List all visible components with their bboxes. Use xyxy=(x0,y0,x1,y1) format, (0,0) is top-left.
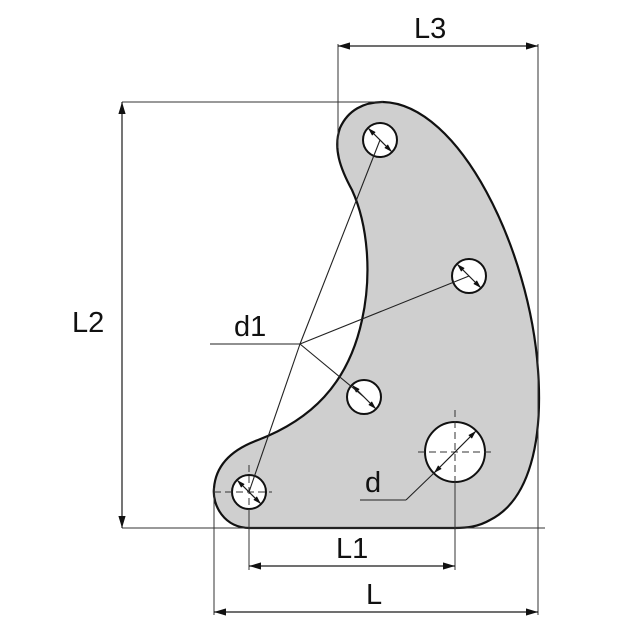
d1-leader-upper-right xyxy=(299,275,470,345)
label-d: d xyxy=(365,467,381,499)
label-d1: d1 xyxy=(234,311,266,343)
d1-leader-top xyxy=(299,139,381,345)
label-l1: L1 xyxy=(336,533,368,565)
d1-leader-middle xyxy=(299,343,365,398)
label-l3: L3 xyxy=(414,13,446,45)
d1-leader-bottom-left xyxy=(248,343,301,493)
dia-arrow-large xyxy=(433,430,477,474)
d-leader-diag xyxy=(405,472,435,501)
label-l2: L2 xyxy=(72,307,104,339)
label-l: L xyxy=(366,579,382,611)
